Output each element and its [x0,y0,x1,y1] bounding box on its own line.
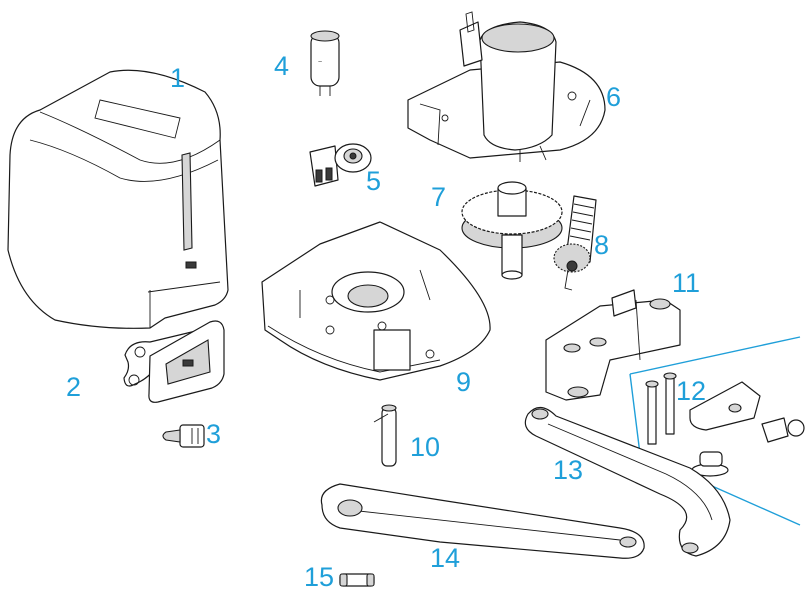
part-number-15: 15 [304,562,335,592]
part-number-4: 4 [274,51,290,81]
part-7-main-gear [461,181,563,280]
part-number-3: 3 [206,419,222,449]
part-number-5: 5 [366,166,382,196]
part-13-curved-arm [524,406,731,557]
part-number-9: 9 [456,367,472,397]
part-number-12: 12 [676,376,707,406]
part-11-mounting-bracket [545,289,681,401]
part-8-worm-shaft [553,195,597,291]
part-4-capacitor: ~ [310,30,340,96]
part-5-limit-switch [309,143,372,187]
part-number-7: 7 [431,182,447,212]
part-number-1: 1 [170,63,186,93]
part-number-13: 13 [553,455,584,485]
part-number-11: 11 [672,268,701,298]
part-10-pin [373,404,397,467]
part-number-14: 14 [430,543,461,573]
part-2-release-lever [123,320,225,403]
part-9-gearbox-base [261,221,491,381]
part-number-2: 2 [66,372,82,402]
part-3-key [162,424,205,448]
part-15-fuse [339,573,375,587]
part-6-motor-assembly [407,11,606,162]
part-12-bolt-set [645,372,805,477]
part-number-10: 10 [410,432,441,462]
part-1-cover-housing [7,69,229,329]
part-number-8: 8 [594,230,610,260]
part-number-6: 6 [606,82,622,112]
svg-text:~: ~ [318,59,322,66]
part-14-straight-arm [320,483,645,559]
